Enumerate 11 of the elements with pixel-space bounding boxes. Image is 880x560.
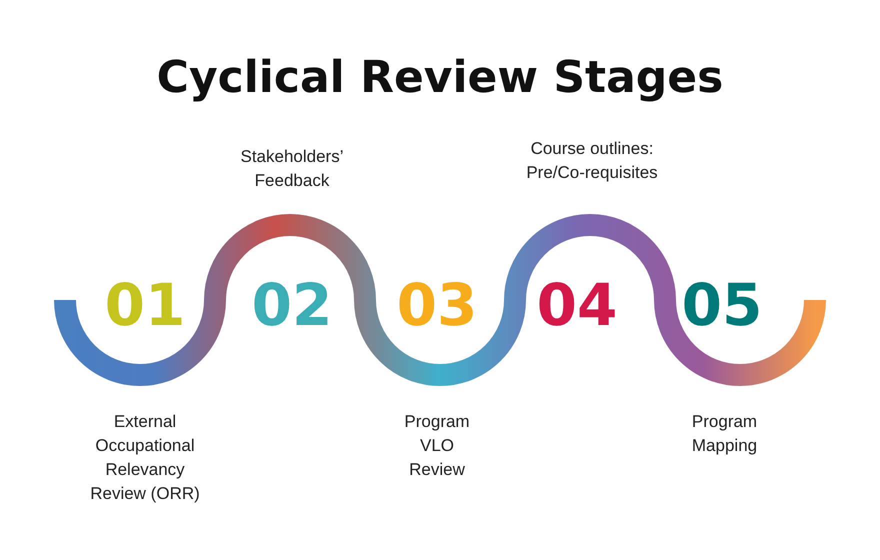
- stage-number: 03: [396, 270, 478, 340]
- stage-number: 01: [104, 270, 186, 340]
- title: Cyclical Review Stages: [156, 52, 724, 103]
- stage-label: Program Mapping: [690, 411, 758, 457]
- stage-label: Course outlines: Pre/Co-requisites: [525, 138, 659, 184]
- stage-label: Stakeholders’ Feedback: [239, 146, 344, 192]
- stage-number: 02: [250, 270, 334, 340]
- stage-number: 05: [680, 270, 764, 340]
- stage-label: External Occupational Relevancy Review (ORR): [89, 411, 201, 505]
- stage-number: 04: [536, 270, 618, 340]
- stage-label: Program VLO Review: [403, 411, 471, 481]
